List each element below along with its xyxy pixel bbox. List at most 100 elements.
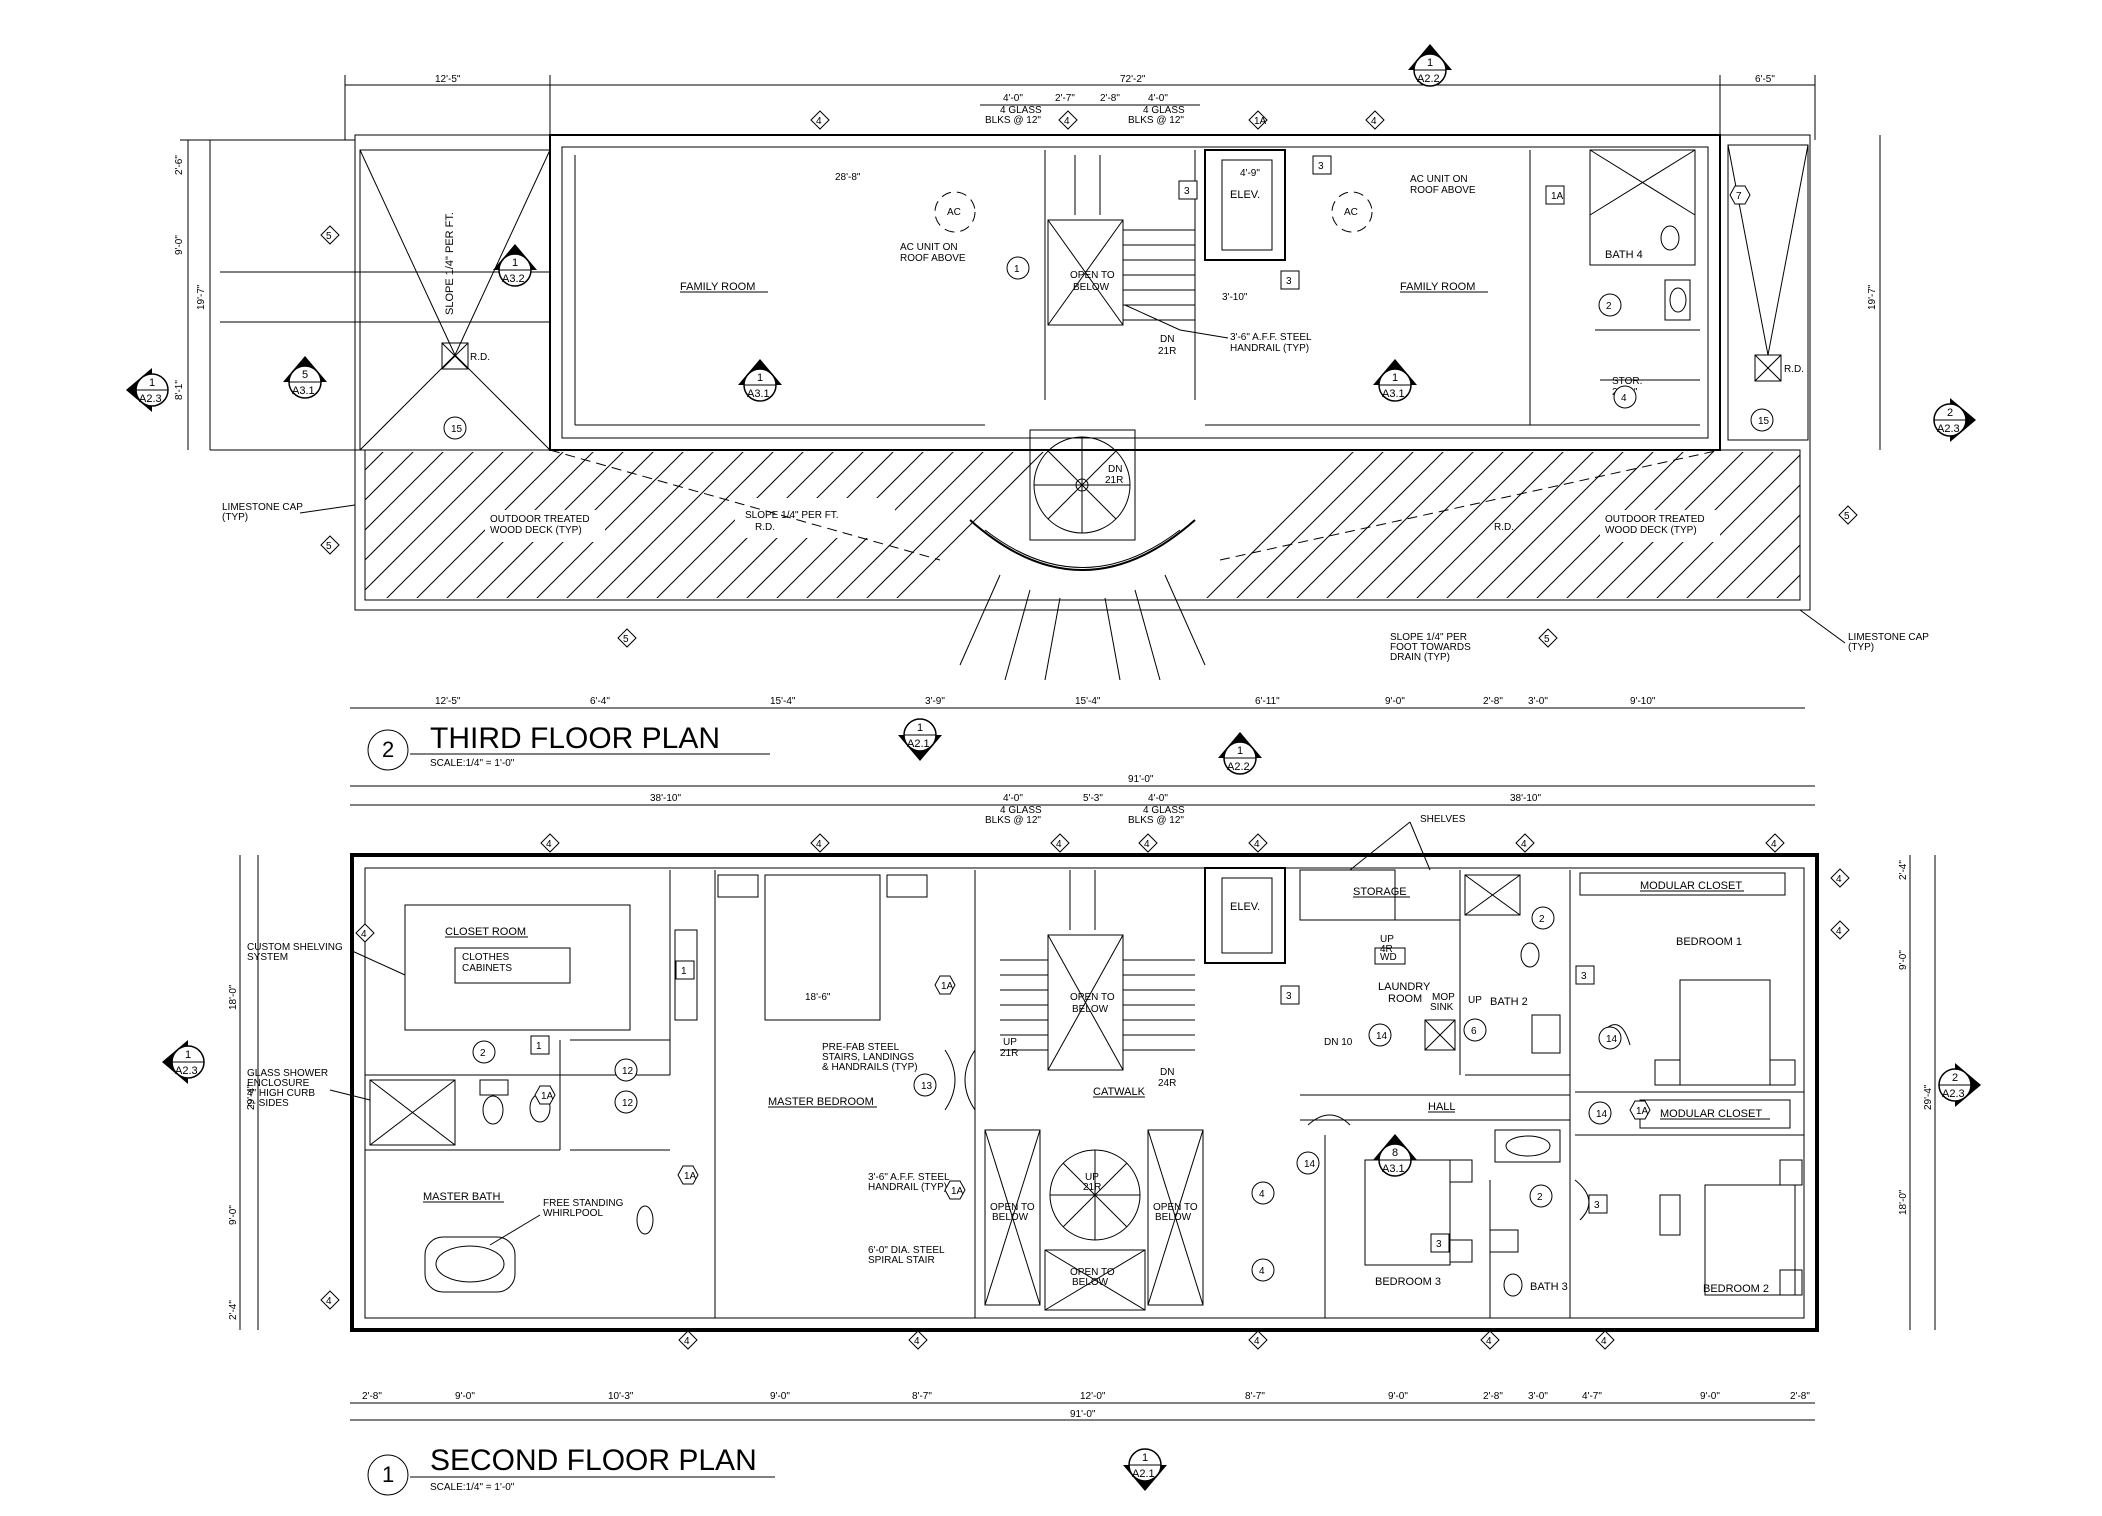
keynote-tag-number: 4 bbox=[1259, 1189, 1265, 1200]
up-label: 21R bbox=[1000, 1048, 1018, 1059]
open-below-label: BELOW bbox=[1155, 1212, 1192, 1223]
keynote-tag: 4 bbox=[1248, 1330, 1268, 1350]
keynote-tag-number: 4 bbox=[1771, 839, 1777, 850]
keynote-tag-number: 4 bbox=[1836, 874, 1842, 885]
section-mark: 1A3.1 bbox=[1373, 359, 1417, 402]
keynote-tag-number: 3 bbox=[1286, 991, 1292, 1002]
keynote-tag: 14 bbox=[1368, 1023, 1392, 1047]
keynote-tag: 4 bbox=[1138, 833, 1158, 853]
keynote-tag: 5 bbox=[1838, 505, 1858, 525]
glass-blks-label: BLKS @ 12" bbox=[985, 115, 1041, 126]
keynote-tag-number: 3 bbox=[1318, 161, 1324, 172]
dim-bottom: 9'-0" bbox=[1388, 1391, 1408, 1402]
keynote-tag: 4 bbox=[1480, 1330, 1500, 1350]
section-mark-number: 1 bbox=[185, 1049, 191, 1061]
up-label: 21R bbox=[1083, 1182, 1101, 1193]
deck-note-left: WOOD DECK (TYP) bbox=[490, 525, 582, 536]
keynote-tag: 1 bbox=[1006, 256, 1030, 280]
keynote-tag-number: 5 bbox=[326, 231, 332, 242]
keynote-tag-number: 14 bbox=[1606, 1034, 1618, 1045]
bedroom-3-label: BEDROOM 3 bbox=[1375, 1276, 1441, 1288]
keynote-tag: 4 bbox=[810, 110, 830, 130]
custom-shelving-note: SYSTEM bbox=[247, 952, 288, 963]
dim-small: 4'-0" bbox=[1148, 793, 1168, 804]
dim-top-2: 72'-2" bbox=[1120, 74, 1146, 85]
glass-shower-note: GLASS SHOWER bbox=[247, 1068, 328, 1079]
keynote-tag-number: 7 bbox=[1736, 191, 1742, 202]
open-below-label: BELOW bbox=[1073, 282, 1110, 293]
dn10-label: DN 10 bbox=[1324, 1037, 1353, 1048]
prefab-note: STAIRS, LANDINGS bbox=[822, 1052, 914, 1063]
keynote-tag: 4 bbox=[1251, 1181, 1275, 1205]
keynote-tag: 4 bbox=[1613, 385, 1637, 409]
dim-bottom: 2'-8" bbox=[1483, 696, 1503, 707]
section-mark: 1A2.2 bbox=[1408, 44, 1452, 87]
glass-blks-label: 4 GLASS bbox=[1143, 805, 1185, 816]
keynote-tag: 4 bbox=[1765, 833, 1785, 853]
whirlpool-note: FREE STANDING bbox=[543, 1198, 624, 1209]
ac-note: AC UNIT ON bbox=[900, 242, 958, 253]
keynote-tag: 5 bbox=[320, 225, 340, 245]
section-mark: 2A2.3 bbox=[1938, 1063, 1981, 1107]
open-below-label: OPEN TO bbox=[1153, 1202, 1198, 1213]
section-mark-sheet: A3.1 bbox=[1382, 388, 1405, 400]
keynote-tag: 1A bbox=[944, 1180, 966, 1200]
section-mark: 1A2.3 bbox=[126, 368, 169, 412]
plan-title: SECOND FLOOR PLAN bbox=[430, 1444, 757, 1477]
keynote-tag: 4 bbox=[1515, 833, 1535, 853]
dn-label: DN bbox=[1108, 464, 1122, 475]
dim-right: 19'-7" bbox=[1867, 284, 1878, 310]
glass-shower-note: ENCLOSURE bbox=[247, 1078, 310, 1089]
open-below-label: BELOW bbox=[992, 1212, 1029, 1223]
keynote-tag-number: 1A bbox=[941, 981, 954, 992]
section-mark: 1A3.1 bbox=[738, 359, 782, 402]
keynote-tag: 5 bbox=[1538, 628, 1558, 648]
bay-steps bbox=[959, 574, 1206, 681]
dim-top: 91'-0" bbox=[1128, 774, 1154, 785]
deck-note-right: OUTDOOR TREATED bbox=[1605, 514, 1705, 525]
dim-label: 3'-10" bbox=[1222, 292, 1248, 303]
keynote-tag-number: 3 bbox=[1581, 971, 1587, 982]
dim-bottom: 9'-0" bbox=[1385, 696, 1405, 707]
rd-deck-label: R.D. bbox=[755, 522, 775, 533]
keynote-tag-number: 1 bbox=[536, 1041, 542, 1052]
section-mark-sheet: A3.1 bbox=[747, 388, 770, 400]
keynote-tag: 4 bbox=[678, 1330, 698, 1350]
dim-bottom: 3'-0" bbox=[1528, 696, 1548, 707]
section-mark: 1A3.2 bbox=[493, 244, 537, 287]
keynote-tag-number: 15 bbox=[1758, 416, 1770, 427]
dim-left: 2'-6" bbox=[174, 155, 185, 175]
keynote-tag-number: 4 bbox=[1144, 839, 1150, 850]
keynote-tag-number: 4 bbox=[1064, 116, 1070, 127]
keynote-tag-number: 4 bbox=[1836, 926, 1842, 937]
dim-small-2: 2'-7" bbox=[1055, 93, 1075, 104]
plan-number: 2 bbox=[382, 737, 394, 762]
family-room-right-label: FAMILY ROOM bbox=[1400, 281, 1475, 293]
ac-note: AC UNIT ON bbox=[1410, 174, 1468, 185]
dim-bottom: 15'-4" bbox=[770, 696, 796, 707]
shelves-note: SHELVES bbox=[1420, 814, 1466, 825]
keynote-tag-number: 5 bbox=[326, 541, 332, 552]
keynote-tag-number: 3 bbox=[1184, 186, 1190, 197]
dim-bottom: 12'-0" bbox=[1080, 1391, 1106, 1402]
keynote-tag-number: 4 bbox=[1621, 393, 1627, 404]
section-mark: 1A2.1 bbox=[1123, 1448, 1167, 1491]
keynote-tag: 4 bbox=[540, 833, 560, 853]
dim-right: 18'-0" bbox=[1898, 1189, 1909, 1215]
dim-top-1: 12'-5" bbox=[435, 74, 461, 85]
keynote-tag: 14 bbox=[1598, 1026, 1622, 1050]
dim-left: 9'-0" bbox=[228, 1205, 239, 1225]
keynote-tag: 1A bbox=[677, 1165, 699, 1185]
section-mark-number: 1 bbox=[1392, 372, 1398, 384]
keynote-tag: 4 bbox=[1058, 110, 1078, 130]
keynote-tag: 1A bbox=[1545, 185, 1565, 205]
dim-bottom: 2'-8" bbox=[362, 1391, 382, 1402]
keynote-tag: 4 bbox=[908, 1330, 928, 1350]
glass-blks-label: BLKS @ 12" bbox=[1128, 115, 1184, 126]
keynote-tag-number: 4 bbox=[684, 1336, 690, 1347]
keynote-tag-number: 4 bbox=[816, 116, 822, 127]
